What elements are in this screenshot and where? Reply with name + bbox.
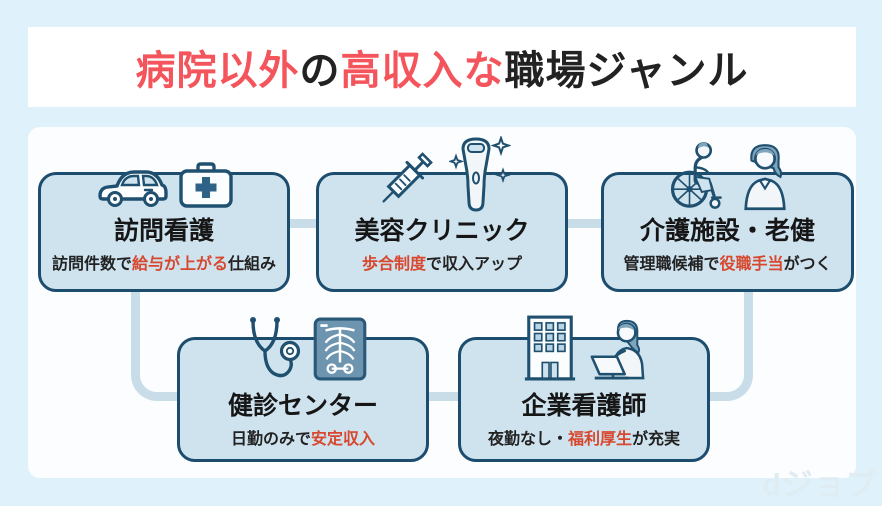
connector-left-elbow bbox=[131, 292, 177, 401]
card-subtitle: 歩合制度で収入アップ bbox=[361, 255, 523, 273]
card-title: 美容クリニック bbox=[354, 217, 530, 245]
connector-top-2 bbox=[566, 219, 603, 228]
card-title: 企業看護師 bbox=[521, 392, 647, 420]
title-segment: 高収入な bbox=[340, 49, 505, 93]
title-segment: 病院以外 bbox=[135, 49, 300, 93]
connector-bottom bbox=[427, 392, 460, 401]
card-care-facility: 介護施設・老健 管理職候補で役職手当がつく bbox=[601, 142, 854, 292]
card-company-nurse: 企業看護師 夜勤なし・福利厚生が充実 bbox=[458, 315, 710, 462]
card-subtitle: 管理職候補で役職手当がつく bbox=[623, 255, 832, 273]
card-beauty-clinic: 美容クリニック 歩合制度で収入アップ bbox=[316, 136, 568, 292]
title-segment: 職場ジャンル bbox=[504, 49, 749, 93]
card-title: 介護施設・老健 bbox=[639, 217, 815, 245]
card-title: 訪問看護 bbox=[113, 217, 214, 245]
card-subtitle: 夜勤なし・福利厚生が充実 bbox=[487, 430, 681, 448]
connector-top-1 bbox=[288, 219, 318, 228]
page-title: 病院以外の高収入な職場ジャンル bbox=[136, 38, 749, 96]
title-segment: の bbox=[299, 49, 341, 93]
connector-right-elbow bbox=[710, 292, 753, 401]
card-title: 健診センター bbox=[227, 392, 378, 420]
card-checkup-center: 健診センター 日勤のみで安定収入 bbox=[177, 317, 429, 462]
card-visiting-nursing: 訪問看護 訪問件数で給与が上がる仕組み bbox=[38, 162, 290, 292]
card-subtitle: 訪問件数で給与が上がる仕組み bbox=[51, 255, 277, 273]
card-subtitle: 日勤のみで安定収入 bbox=[230, 430, 376, 448]
d-job-logo: dジョブ bbox=[762, 467, 878, 502]
title-banner: 病院以外の高収入な職場ジャンル bbox=[28, 27, 856, 107]
